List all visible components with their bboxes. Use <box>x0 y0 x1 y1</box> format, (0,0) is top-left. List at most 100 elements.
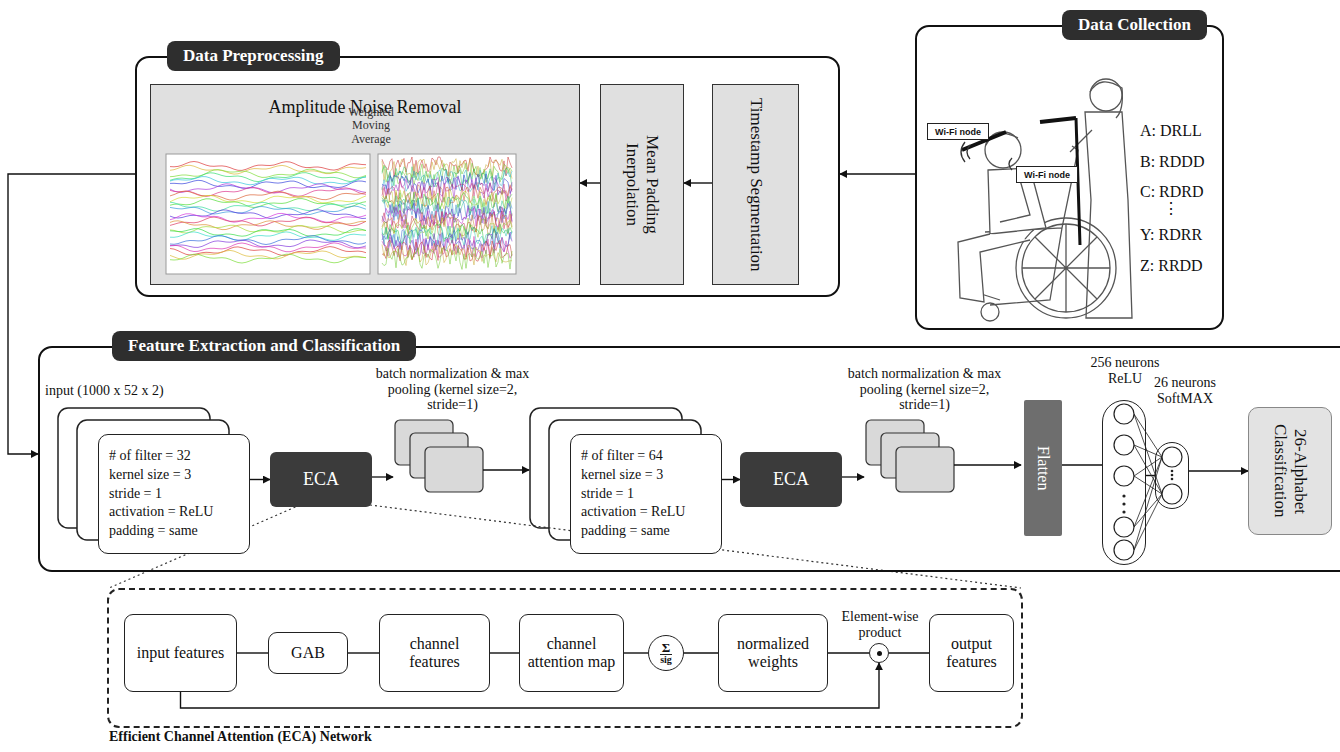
node-text: activation = ReLU <box>109 503 239 522</box>
connector <box>828 652 869 653</box>
node-text: activation = ReLU <box>581 503 711 522</box>
neuron-stroke <box>1162 484 1182 504</box>
node-text: GAB <box>291 644 325 662</box>
node-text: ECA <box>303 469 339 490</box>
wheelchair-frame <box>975 146 1078 305</box>
caregiver-hair <box>1090 82 1122 118</box>
panel-tab: Feature Extraction and Classification <box>112 331 416 361</box>
process-box: GAB <box>268 632 348 674</box>
wheel-spokes <box>1022 224 1110 312</box>
annotation-label: batch normalization & max pooling (kerne… <box>842 366 1007 413</box>
plot-stroke <box>170 232 366 241</box>
node-text: 26 neurons <box>1130 375 1240 391</box>
conv-layer-box: # of filter = 64kernel size = 3stride = … <box>570 434 722 554</box>
plot-stroke <box>170 206 366 215</box>
neuron-layer: 26 neuronsSoftMAX <box>1155 442 1189 509</box>
front-wheel <box>981 303 999 321</box>
panel-caption: Efficient Channel Attention (ECA) Networ… <box>109 729 372 745</box>
node-text: Wi-Fi node <box>1024 170 1070 180</box>
node-text: ECA <box>773 469 809 490</box>
connector <box>1189 470 1248 471</box>
neuron-layer: 256 neuronsReLU <box>1102 400 1146 565</box>
wheelchair-illustration <box>958 79 1132 321</box>
connector <box>1062 464 1102 465</box>
node-text: padding = same <box>109 522 239 541</box>
annotation-label: Z: RRDD <box>1140 257 1203 275</box>
panel: Data CollectionWi-Fi nodeWi-Fi node <box>915 25 1224 330</box>
node-text: padding = same <box>581 522 711 541</box>
patient-arm <box>1000 180 1030 222</box>
neuron-layer <box>1114 404 1182 560</box>
connector <box>250 479 270 480</box>
product-circle: Element-wise product <box>869 643 889 663</box>
sigmoid-circle: Σsig <box>648 635 684 671</box>
connector <box>889 652 929 653</box>
connector <box>722 479 740 480</box>
neuron-stroke <box>1162 447 1182 467</box>
wheel-inner <box>1022 224 1110 312</box>
node-text: channel features <box>386 635 483 672</box>
plot-stroke <box>170 180 366 188</box>
connector <box>490 652 519 653</box>
neuron-stroke <box>1171 474 1174 477</box>
neuron-stroke <box>1114 466 1134 486</box>
neuron-stroke <box>1114 435 1134 455</box>
node-text: 26-Alphabet Classification <box>1270 415 1311 527</box>
panel: Data PreprocessingAmplitude Noise Remova… <box>135 56 840 297</box>
plot-stroke <box>170 162 366 171</box>
plot-stroke <box>170 229 366 237</box>
node-text: channel attention map <box>526 635 617 672</box>
connector <box>580 182 600 183</box>
neuron-stroke <box>1122 494 1125 497</box>
neuron-stroke <box>1171 478 1174 481</box>
node-text: Flatten <box>1033 408 1052 528</box>
neuron-stroke <box>1134 457 1162 550</box>
neuron-stroke <box>1114 404 1134 424</box>
attention-block: ECA <box>270 452 372 507</box>
connector <box>348 652 379 653</box>
plot-stroke <box>378 154 516 274</box>
output-box: 26-Alphabet Classification <box>1248 407 1332 535</box>
neuron-stroke <box>1134 494 1162 550</box>
node-text: # of filter = 64 <box>581 447 711 466</box>
plot-stroke <box>170 184 366 193</box>
neuron-stroke <box>1114 540 1134 560</box>
node-text: Timestamp Segmentation <box>745 92 765 277</box>
node-text: stride = 1 <box>109 485 239 504</box>
node-text: kernel size = 3 <box>581 466 711 485</box>
annotation-label: C: RDRD <box>1140 183 1204 201</box>
neuron-stroke <box>1114 517 1134 537</box>
neuron-stroke <box>1134 457 1162 527</box>
neuron-stroke <box>1134 414 1162 457</box>
connector <box>237 652 268 653</box>
neuron-stroke <box>1122 510 1125 513</box>
signal-arcs <box>961 142 1012 170</box>
node-text: SoftMAX <box>1130 391 1240 407</box>
panel-tab: Data Preprocessing <box>167 41 340 71</box>
wifi-node-box: Wi-Fi node <box>1016 166 1078 183</box>
annotation-label: ⋮ <box>1163 200 1179 218</box>
plot-stroke <box>170 202 366 211</box>
drawing-part <box>425 447 483 492</box>
plot-stroke <box>166 154 370 274</box>
flatten-layer: Flatten <box>1024 400 1062 536</box>
node-text: # of filter = 32 <box>109 447 239 466</box>
annotation-label: Y: RDRR <box>1140 226 1202 244</box>
neuron-stroke <box>1134 414 1162 494</box>
drawing-part <box>954 464 1021 465</box>
drawing-part <box>840 476 864 477</box>
annotation-label: batch normalization & max pooling (kerne… <box>370 366 535 413</box>
connector <box>624 652 648 653</box>
process-box: normalized weights <box>718 614 828 692</box>
node-text: input features <box>137 644 225 662</box>
neuron-stroke <box>1134 445 1162 457</box>
annotation-label: Weighted Moving Average <box>341 106 401 146</box>
caregiver-body <box>1085 112 1132 318</box>
process-box: Mean Padding Inerpolation <box>600 84 684 285</box>
drawing-part <box>896 447 954 492</box>
node-text: Mean Padding Inerpolation <box>622 92 663 277</box>
connector <box>840 173 915 174</box>
heading-group: 26 neuronsSoftMAX <box>1130 375 1240 407</box>
heading-group: Element-wise product <box>834 609 926 641</box>
connector <box>684 652 718 653</box>
